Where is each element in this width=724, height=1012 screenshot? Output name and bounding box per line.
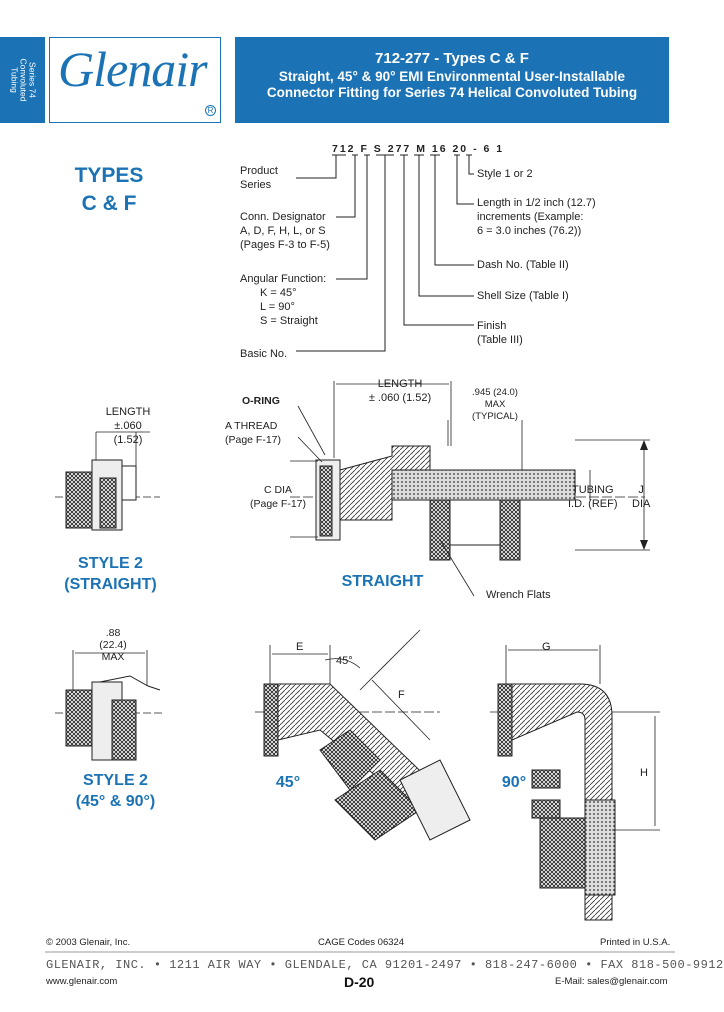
title-line2: Straight, 45° & 90° EMI Environmental Us… <box>278 69 626 84</box>
j-dia-label: J DIA <box>632 484 651 510</box>
callout-shell: Shell Size (Table I) <box>477 290 569 302</box>
part-number-code: 712 F S 277 M 16 20 - 6 1 <box>332 143 505 155</box>
style2-straight-caption: STYLE 2 (STRAIGHT) <box>64 555 157 593</box>
straight-caption: STRAIGHT <box>341 573 424 590</box>
caption-45: 45° <box>275 774 301 791</box>
types-line1: TYPES <box>74 164 144 187</box>
straight-fitting-drawing <box>290 381 650 597</box>
glenair-logo: Glenair R <box>49 37 221 123</box>
email-link[interactable]: E-Mail: sales@glenair.com <box>555 976 668 987</box>
oring-label: O-RING <box>242 395 280 407</box>
style2-straight-length: LENGTH ±.060 (1.52) <box>105 406 151 446</box>
fitting-45-drawing <box>255 629 471 841</box>
callout-finish: Finish (Table III) <box>477 320 523 346</box>
title-banner: 712-277 - Types C & F Straight, 45° & 90… <box>235 37 669 123</box>
title-line3: Connector Fitting for Series 74 Helical … <box>266 85 638 100</box>
style2-angled-caption: STYLE 2 (45° & 90°) <box>75 772 156 810</box>
cage-codes: CAGE Codes 06324 <box>318 937 405 948</box>
callout-basic-no: Basic No. <box>240 348 288 360</box>
callout-angular-function: Angular Function: K = 45° L = 90° S = St… <box>240 273 327 327</box>
callout-conn-designator: Conn. Designator A, D, F, H, L, or S (Pa… <box>240 211 330 251</box>
angle-45-label: 45° <box>336 655 353 667</box>
cdia-label: C DIA (Page F-17) <box>250 484 307 510</box>
registered-mark: R <box>205 105 216 116</box>
printed-in: Printed in U.S.A. <box>600 937 671 948</box>
callout-style: Style 1 or 2 <box>477 168 533 180</box>
dim-f-label: F <box>398 689 405 701</box>
caption-90: 90° <box>501 774 527 791</box>
straight-length-label: LENGTH ± .060 (1.52) <box>368 378 432 404</box>
company-address: GLENAIR, INC. • 1211 AIR WAY • GLENDALE,… <box>46 958 724 972</box>
style2-angled-drawing <box>55 650 165 761</box>
part-number-leaders <box>296 154 474 352</box>
types-heading: TYPES C & F <box>64 162 154 218</box>
callout-dash: Dash No. (Table II) <box>477 259 569 271</box>
website-link[interactable]: www.glenair.com <box>46 976 118 987</box>
callout-product-series: Product Series <box>240 165 278 191</box>
max-label: .945 (24.0) MAX (TYPICAL) <box>472 387 518 422</box>
copyright: © 2003 Glenair, Inc. <box>46 937 131 948</box>
callout-length: Length in 1/2 inch (12.7) increments (Ex… <box>477 197 596 237</box>
dim-e-label: E <box>296 641 304 653</box>
athread-label: A THREAD (Page F-17) <box>225 420 282 446</box>
style2-straight-drawing <box>55 431 160 531</box>
logo-text: Glenair <box>58 41 208 97</box>
tubing-label: TUBING I.D. (REF) <box>568 484 618 510</box>
style2-angled-dim: .88 (22.4) MAX <box>99 627 127 663</box>
wrench-flats-label: Wrench Flats <box>486 589 551 601</box>
page-number: D-20 <box>344 974 375 990</box>
types-line2: C & F <box>81 192 137 215</box>
dim-g-label: G <box>542 641 551 653</box>
fitting-90-drawing <box>490 645 660 921</box>
title-line1: 712-277 - Types C & F <box>375 50 529 67</box>
dim-h-label: H <box>640 767 648 779</box>
series-side-tab: Series 74 Convoluted Tubing <box>0 37 45 123</box>
